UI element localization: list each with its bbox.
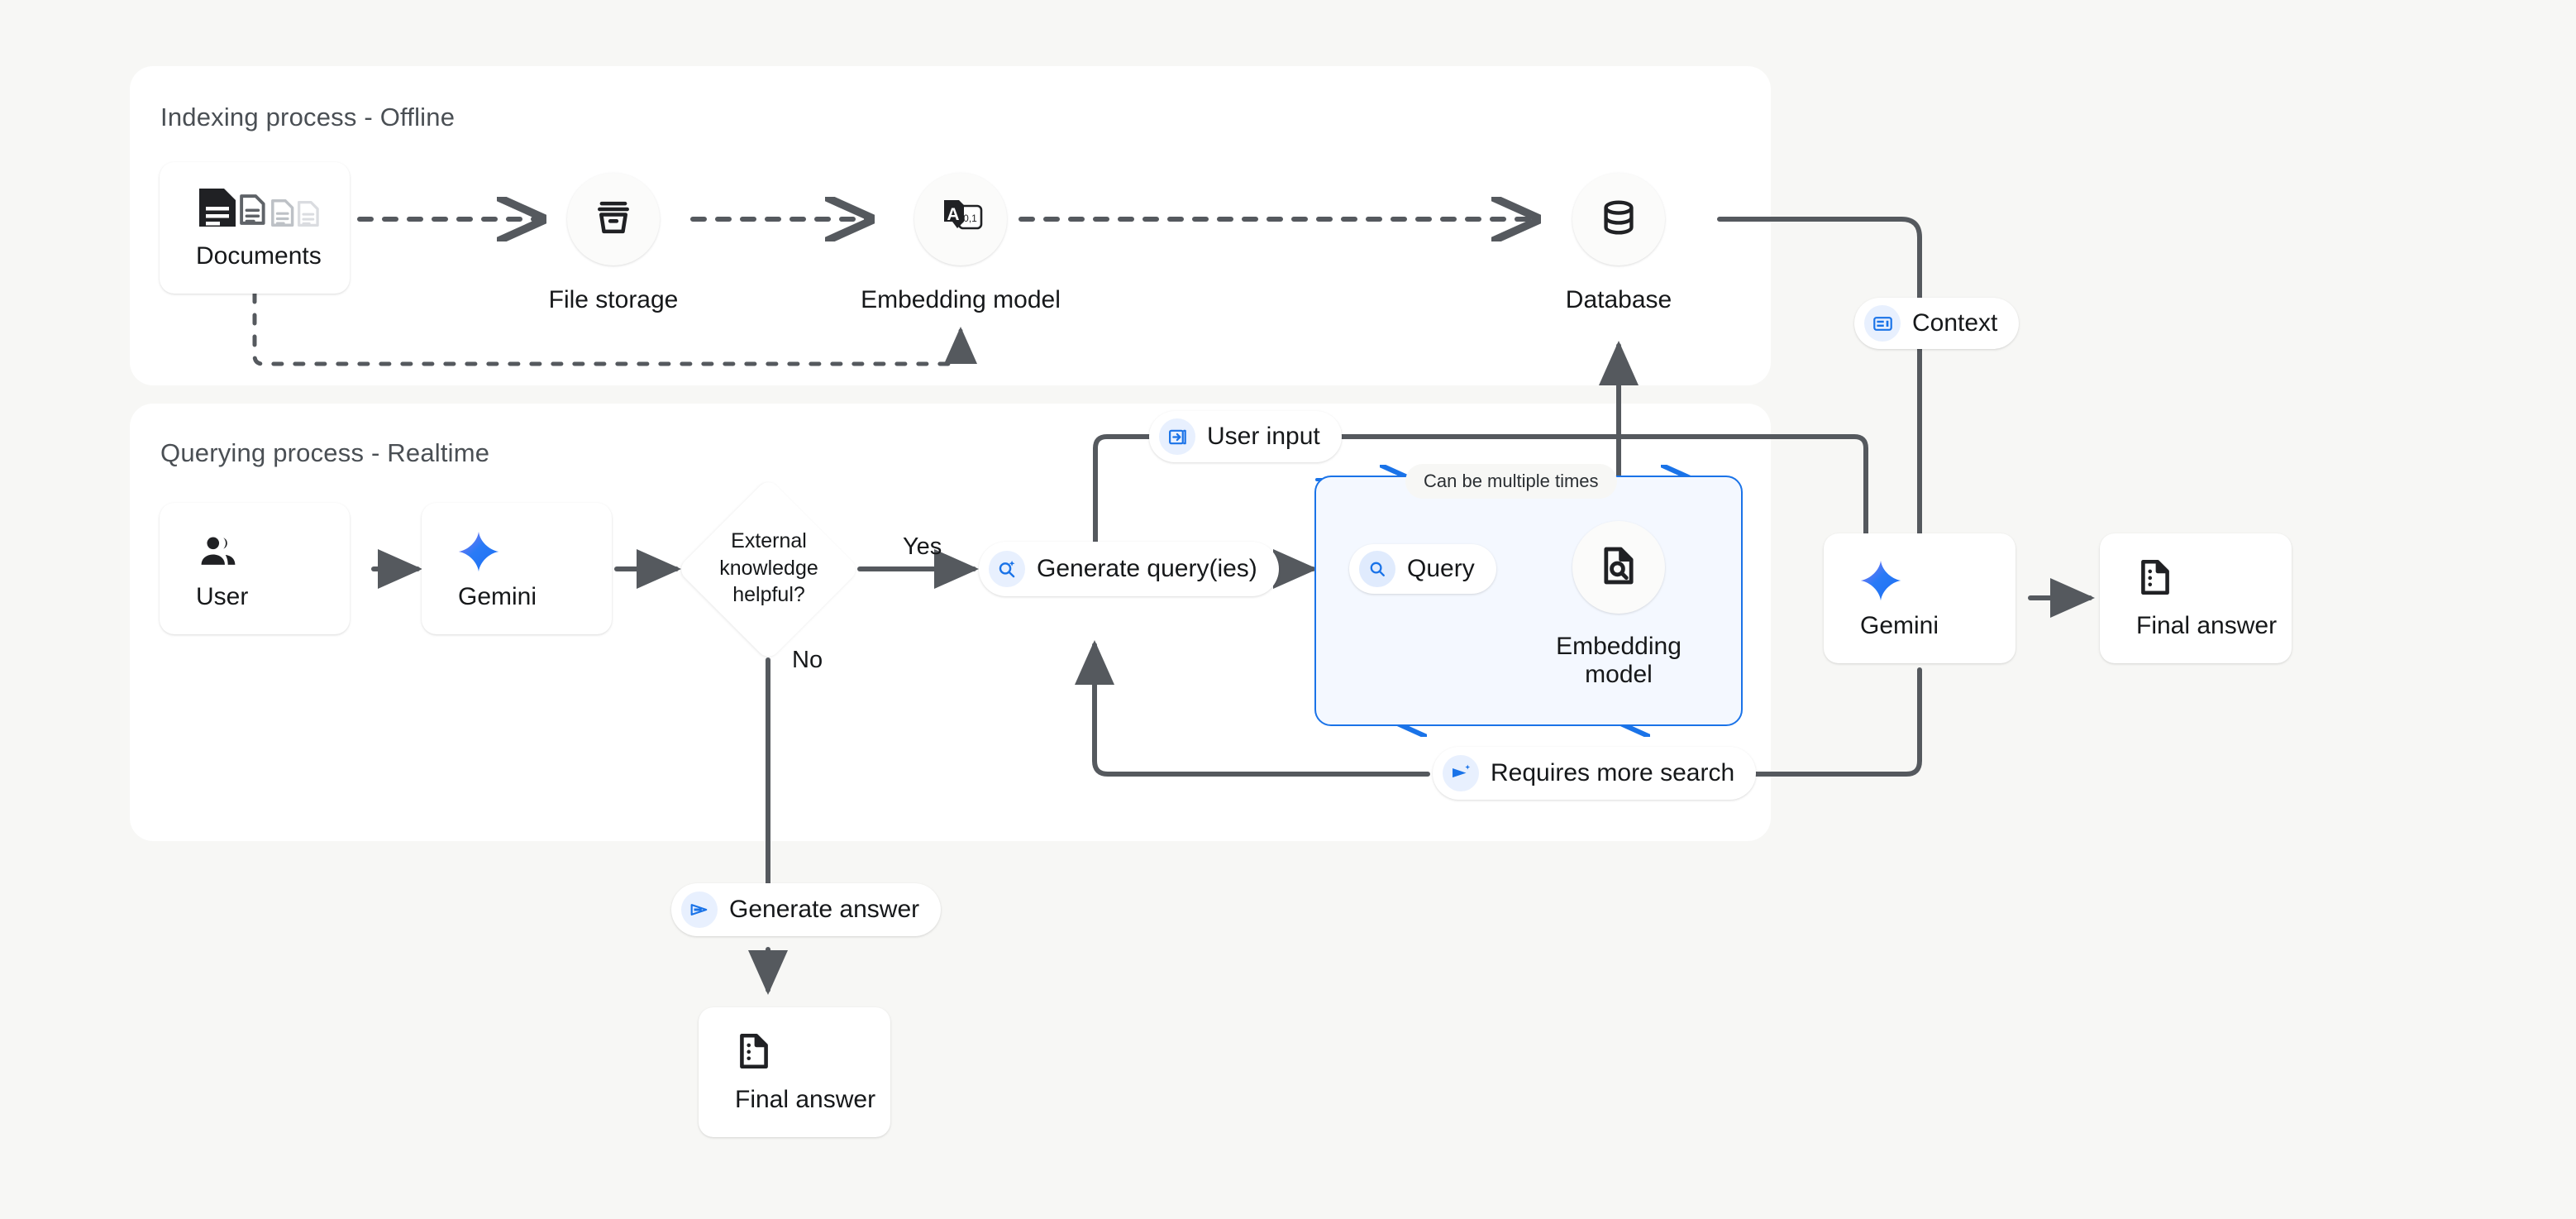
node-database[interactable] — [1572, 173, 1665, 265]
pill-requires-more-search-label: Requires more search — [1491, 759, 1735, 786]
node-database-label: Database — [1565, 286, 1672, 313]
panel-indexing-title: Indexing process - Offline — [160, 103, 456, 131]
search-sparkle-icon — [989, 551, 1025, 587]
pill-requires-more-search[interactable]: Requires more search — [1433, 747, 1757, 800]
node-gemini-2-label: Gemini — [1860, 612, 1939, 639]
decision-line-2: knowledge — [719, 556, 818, 580]
archive-box-icon — [592, 196, 635, 243]
node-final-answer-right[interactable]: Final answer — [2100, 533, 2292, 663]
database-cylinder-icon — [1598, 197, 1639, 242]
decision-line-1: External — [731, 529, 807, 552]
node-decision-label: External knowledge helpful? — [708, 528, 830, 609]
answer-doc-icon — [733, 1030, 775, 1076]
edge-label-no: No — [792, 647, 823, 673]
pill-generate-queries-label: Generate query(ies) — [1037, 555, 1257, 582]
node-user[interactable]: User — [160, 503, 350, 634]
node-gemini-1[interactable]: Gemini — [422, 503, 612, 634]
pill-generate-answer-label: Generate answer — [729, 896, 920, 923]
node-final-answer-bottom-label: Final answer — [735, 1086, 876, 1113]
loop-box-retrieval — [1314, 476, 1743, 726]
send-sparkle-icon — [1443, 755, 1479, 791]
node-embedding-model-2-label: Embedding model — [1531, 633, 1706, 689]
pill-query-label: Query — [1407, 555, 1475, 582]
text-to-vector-icon: 0,1 A — [937, 195, 984, 244]
document-search-icon — [1597, 544, 1640, 591]
pill-generate-answer[interactable]: Generate answer — [671, 883, 942, 936]
label-can-be-multiple-times: Can be multiple times — [1405, 464, 1617, 499]
node-final-answer-right-label: Final answer — [2136, 612, 2278, 639]
gemini-sparkle-icon — [1858, 558, 1903, 607]
panel-querying-title: Querying process - Realtime — [160, 438, 490, 467]
pill-generate-queries[interactable]: Generate query(ies) — [979, 542, 1279, 596]
node-embedding-model-2[interactable] — [1572, 521, 1665, 614]
gemini-sparkle-icon — [456, 529, 501, 578]
edge-label-yes: Yes — [903, 533, 942, 560]
node-documents[interactable]: Documents — [160, 162, 350, 294]
search-icon — [1359, 551, 1395, 587]
input-arrow-icon — [1159, 418, 1195, 455]
decision-line-3: helpful? — [732, 583, 805, 606]
node-gemini-2[interactable]: Gemini — [1824, 533, 2015, 663]
node-embedding-model-label: Embedding model — [861, 286, 1061, 313]
embedding-model-2-line-1: Embedding — [1556, 633, 1682, 660]
documents-icon — [196, 185, 320, 234]
node-documents-label: Documents — [196, 242, 322, 270]
pill-user-input[interactable]: User input — [1149, 411, 1342, 462]
node-embedding-model[interactable]: 0,1 A — [914, 173, 1007, 265]
node-gemini-1-label: Gemini — [458, 583, 537, 610]
pill-context-label: Context — [1912, 309, 1998, 337]
svg-text:A: A — [947, 205, 959, 224]
people-icon — [196, 531, 241, 576]
context-card-icon — [1864, 305, 1901, 342]
svg-text:0,1: 0,1 — [963, 213, 977, 224]
node-file-storage-label: File storage — [548, 286, 679, 313]
node-file-storage[interactable] — [567, 173, 660, 265]
node-user-label: User — [196, 583, 249, 610]
pill-context[interactable]: Context — [1854, 298, 2020, 349]
answer-doc-icon — [2135, 557, 2176, 602]
pill-user-input-label: User input — [1207, 423, 1320, 450]
send-icon — [681, 892, 718, 928]
pill-query[interactable]: Query — [1349, 544, 1496, 594]
embedding-model-2-line-2: model — [1585, 661, 1653, 689]
node-final-answer-bottom[interactable]: Final answer — [699, 1007, 890, 1137]
